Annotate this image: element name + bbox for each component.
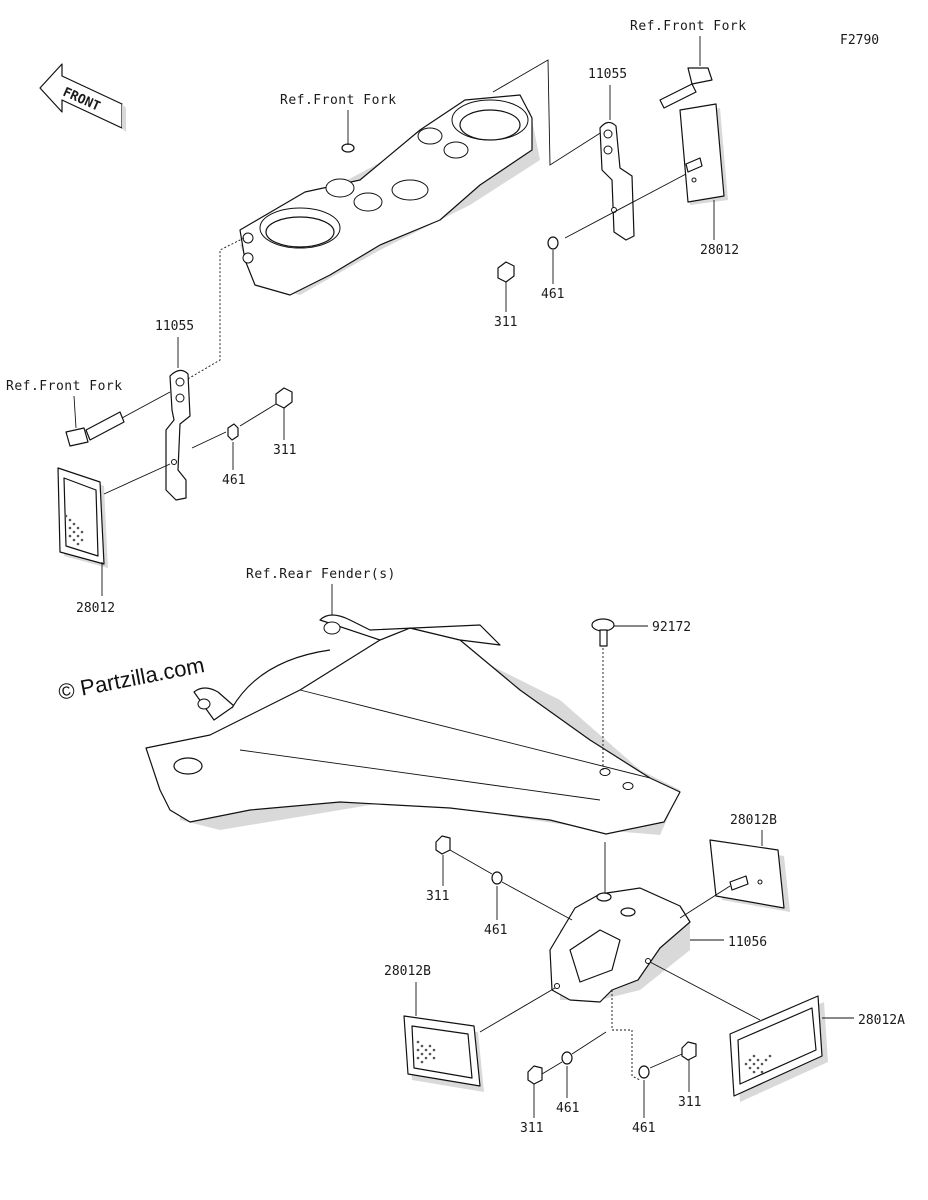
- bracket-left: [165, 369, 191, 501]
- nut-left: [275, 387, 293, 409]
- reflector-rear-side-upper: [709, 839, 790, 912]
- washer-rear-bottom-right: [638, 1065, 650, 1079]
- callout-nut-rear-top: 311: [426, 889, 449, 904]
- callout-reflector-left: 28012: [76, 601, 115, 616]
- ref-front-fork-left: Ref.Front Fork: [6, 379, 123, 394]
- nut-upper: [497, 261, 515, 283]
- ref-front-fork-top: Ref.Front Fork: [630, 19, 747, 34]
- watermark: © Partzilla.com: [56, 652, 206, 705]
- nut-rear-bottom-right: [681, 1041, 697, 1061]
- callout-nut-upper: 311: [494, 315, 517, 330]
- reflector-left: [57, 467, 108, 568]
- callout-washer-rear-bottom-right: 461: [632, 1121, 655, 1136]
- bracket-rear: [549, 887, 691, 1003]
- ref-rear-fender: Ref.Rear Fender(s): [246, 567, 396, 582]
- bolt-left: [65, 411, 125, 447]
- callout-reflector-rear: 28012A: [858, 1013, 905, 1028]
- rear-fender: [145, 614, 681, 835]
- bolt-upper: [659, 67, 713, 109]
- washer-rear-top: [491, 871, 503, 885]
- washer-left: [227, 423, 239, 441]
- washer-rear-bottom-left: [561, 1051, 573, 1065]
- callout-nut-rear-bottom-left: 311: [520, 1121, 543, 1136]
- callout-nut-rear-bottom-right: 311: [678, 1095, 701, 1110]
- bracket-upper: [599, 121, 635, 241]
- reflector-rear: [729, 995, 828, 1102]
- screw-fender: [591, 618, 615, 647]
- callout-reflector-rear-side-left: 28012B: [384, 964, 431, 979]
- callout-reflector-upper: 28012: [700, 243, 739, 258]
- callout-washer-upper: 461: [541, 287, 564, 302]
- callout-screw-fender: 92172: [652, 620, 691, 635]
- fork-upper-bracket: [239, 94, 540, 296]
- callout-nut-left: 311: [273, 443, 296, 458]
- ref-front-fork-mid: Ref.Front Fork: [280, 93, 397, 108]
- callout-bracket-upper: 11055: [588, 67, 627, 82]
- nut-rear-bottom-left: [527, 1065, 543, 1085]
- nut-rear-top: [435, 835, 451, 855]
- callout-bracket-rear: 11056: [728, 935, 767, 950]
- callout-reflector-rear-side-upper: 28012B: [730, 813, 777, 828]
- washer-upper: [547, 236, 559, 250]
- callout-bracket-left: 11055: [155, 319, 194, 334]
- diagram-id: F2790: [840, 33, 879, 48]
- callout-washer-rear-top: 461: [484, 923, 507, 938]
- reflector-upper: [679, 103, 728, 205]
- callout-washer-left: 461: [222, 473, 245, 488]
- reflector-rear-side-left: [403, 1015, 484, 1092]
- front-arrow-icon: FRONT: [39, 63, 126, 132]
- callout-washer-rear-bottom-left: 461: [556, 1101, 579, 1116]
